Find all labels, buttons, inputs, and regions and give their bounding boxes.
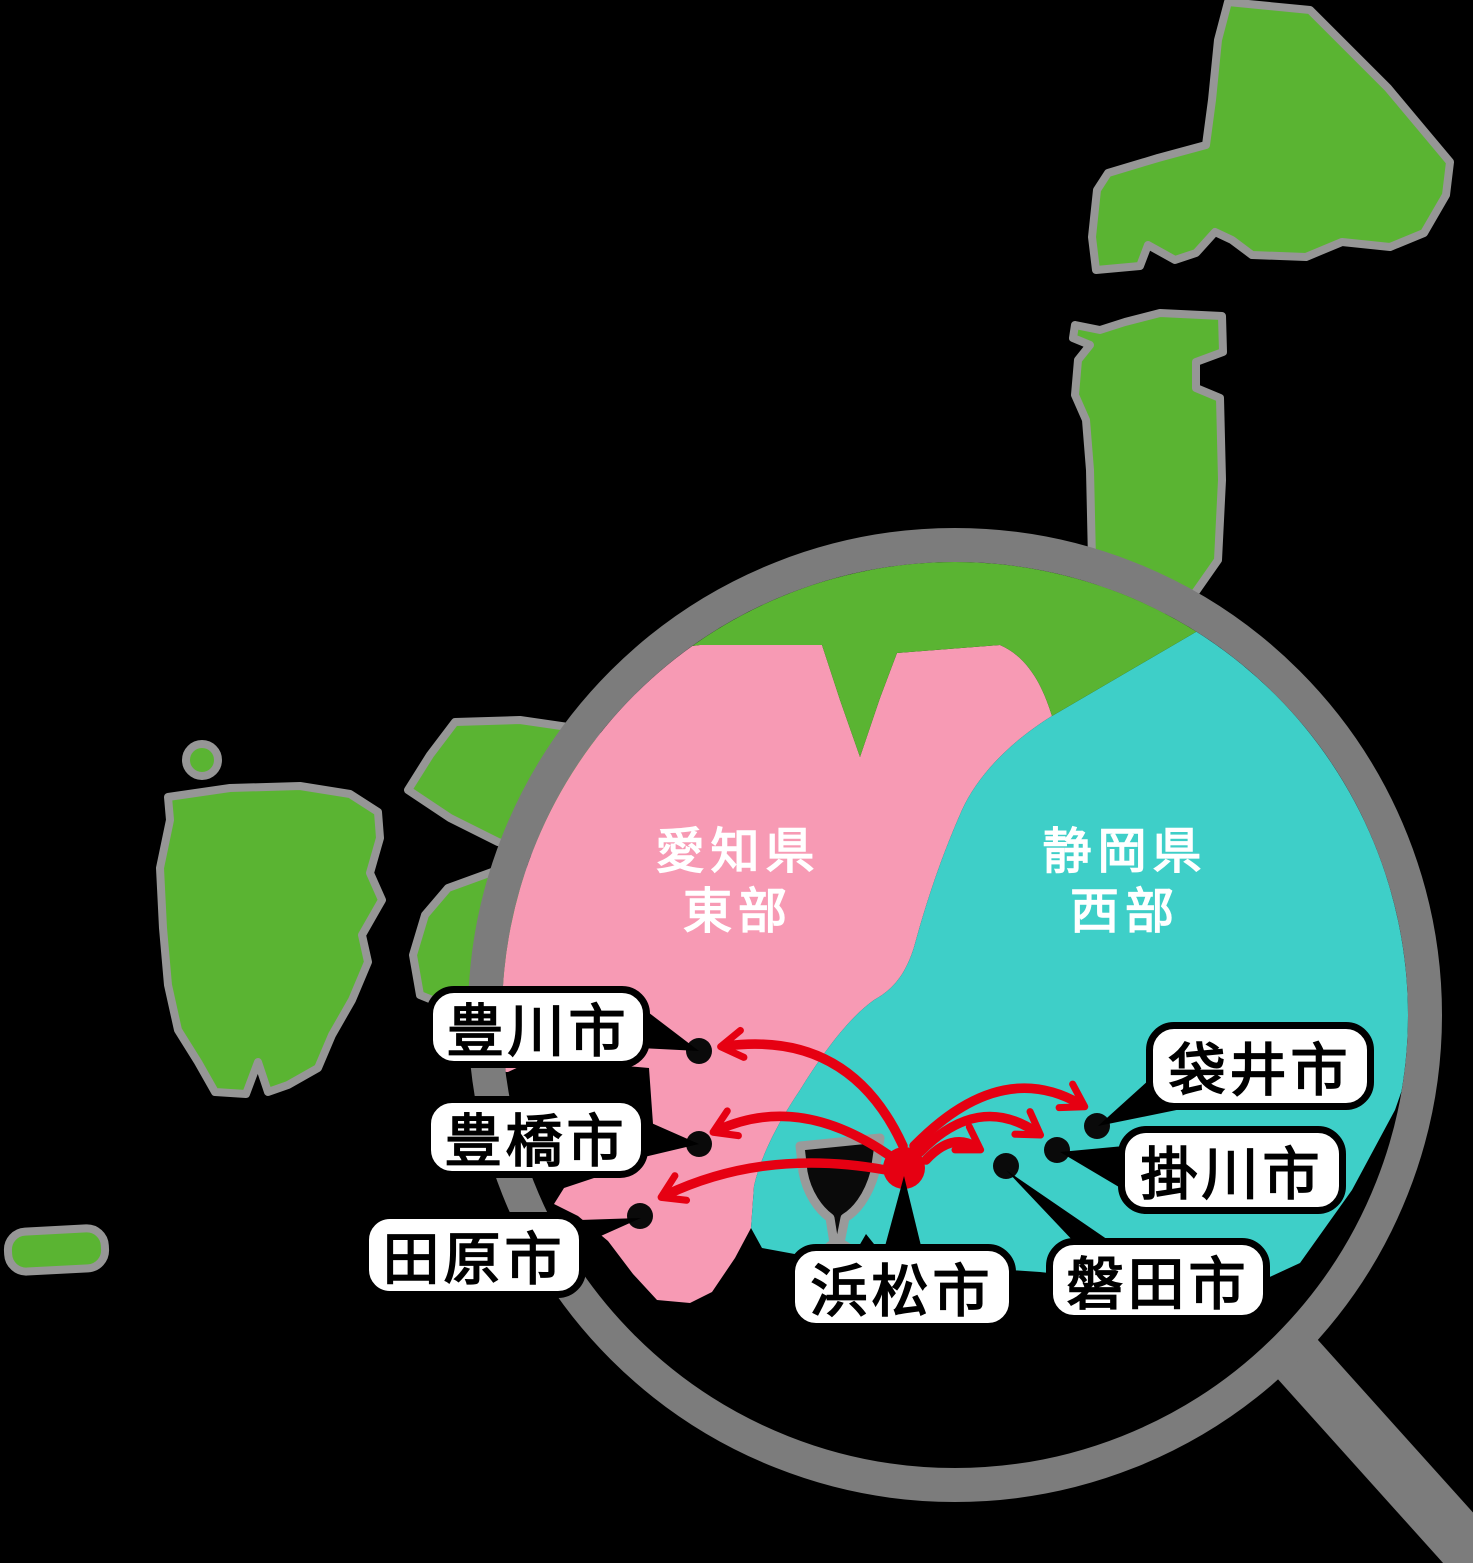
- region-aichi-east: [502, 645, 1052, 1303]
- pointer-kakegawa: [1060, 1146, 1124, 1190]
- japan-landmass: [3, 0, 1454, 1276]
- kyushu-island: [156, 782, 386, 1098]
- city-label-kakegawa: 掛川市: [1118, 1126, 1346, 1214]
- arrow-to-toyokawa: [717, 1026, 908, 1151]
- city-dots: [627, 1038, 1110, 1229]
- city-dot-tahara: [627, 1203, 653, 1229]
- region-label-shizuoka-west: 静岡県 西部: [975, 822, 1275, 942]
- city-label-fukuroi: 袋井市: [1146, 1022, 1374, 1110]
- city-label-toyohashi: 豊橋市: [424, 1096, 648, 1178]
- origin-dot-hamamatsu: [883, 1147, 925, 1189]
- arrow-to-toyohashi: [709, 1107, 895, 1161]
- hokkaido-island: [1088, 0, 1454, 274]
- route-arrows: [657, 1026, 1089, 1204]
- magnifier-handle: [1262, 1324, 1473, 1563]
- arrow-to-iwata: [921, 1123, 985, 1165]
- arrow-to-kakegawa: [915, 1108, 1045, 1157]
- small-island: [182, 740, 222, 780]
- region-shizuoka-west: [751, 622, 1408, 1293]
- city-label-hamamatsu: 浜松市: [788, 1244, 1016, 1330]
- region-label-line: 西部: [1069, 885, 1180, 939]
- arrow-to-tahara: [657, 1158, 891, 1204]
- pointer-toyohashi: [640, 1118, 699, 1158]
- pointer-iwata: [1006, 1170, 1114, 1244]
- city-label-toyokawa: 豊川市: [426, 986, 650, 1068]
- label-pointers: [520, 1006, 1196, 1252]
- pointer-toyokawa: [640, 1006, 699, 1051]
- arrow-to-fukuroi: [909, 1080, 1089, 1151]
- region-label-line: 静岡県: [1042, 825, 1208, 879]
- city-dot-iwata: [993, 1153, 1019, 1179]
- okinawa-strip-island: [3, 1224, 110, 1276]
- region-label-aichi-east: 愛知県 東部: [588, 822, 888, 942]
- pointer-hamamatsu: [884, 1176, 922, 1250]
- region-label-line: 東部: [682, 885, 793, 939]
- city-label-tahara: 田原市: [362, 1212, 586, 1298]
- city-dot-fukuroi: [1084, 1113, 1110, 1139]
- city-label-iwata: 磐田市: [1046, 1238, 1270, 1322]
- region-label-line: 愛知県: [655, 825, 821, 879]
- city-dot-kakegawa: [1044, 1137, 1070, 1163]
